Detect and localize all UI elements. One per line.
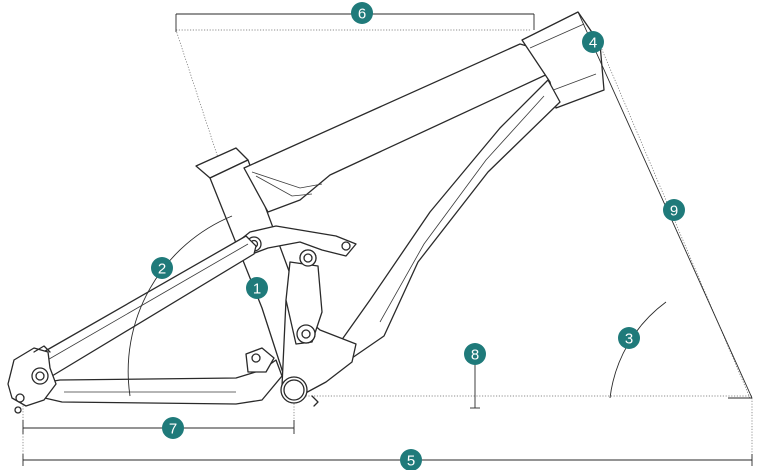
seat-stay bbox=[29, 235, 257, 377]
marker-8-label: 8 bbox=[471, 347, 479, 364]
marker-4: 4 bbox=[582, 31, 604, 53]
marker-8: 8 bbox=[464, 343, 486, 365]
marker-7: 7 bbox=[162, 417, 184, 439]
marker-3: 3 bbox=[618, 327, 640, 349]
marker-9-label: 9 bbox=[670, 203, 678, 220]
frame-drawing bbox=[7, 11, 605, 414]
marker-badges: 1 2 3 4 5 6 7 8 bbox=[151, 2, 685, 470]
marker-1: 1 bbox=[246, 277, 268, 299]
marker-6-label: 6 bbox=[358, 6, 366, 23]
rocker-link bbox=[239, 225, 357, 257]
marker-5: 5 bbox=[400, 449, 422, 470]
marker-2: 2 bbox=[151, 257, 173, 279]
marker-6: 6 bbox=[351, 2, 373, 24]
marker-3-label: 3 bbox=[625, 331, 633, 348]
marker-4-label: 4 bbox=[589, 35, 597, 52]
marker-7-label: 7 bbox=[169, 421, 177, 438]
marker-9: 9 bbox=[663, 199, 685, 221]
marker-5-label: 5 bbox=[407, 453, 415, 470]
chain-stay bbox=[35, 359, 283, 405]
bottom-bracket-shell bbox=[280, 376, 308, 404]
marker-2-label: 2 bbox=[158, 261, 166, 278]
top-tube bbox=[243, 43, 553, 213]
marker-1-label: 1 bbox=[253, 281, 261, 298]
